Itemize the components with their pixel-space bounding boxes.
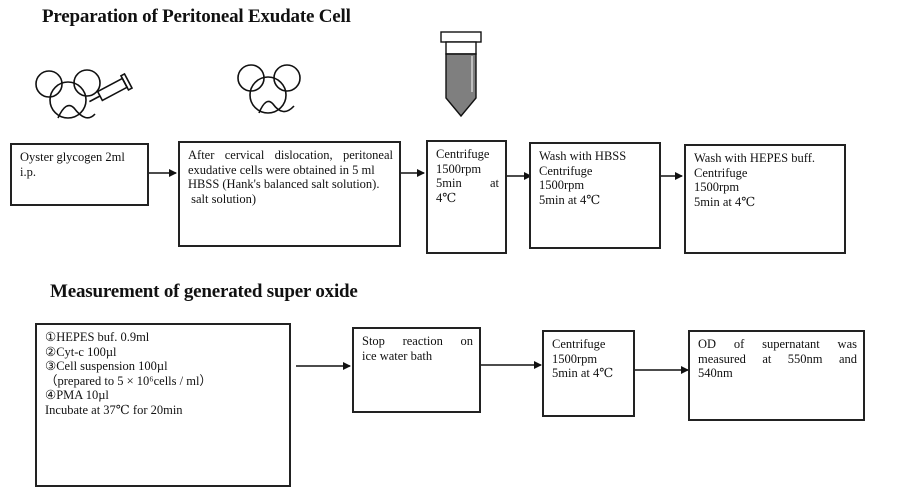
measurement-title: Measurement of generated super oxide: [50, 281, 358, 302]
step-text: Wash with HBSS: [539, 149, 627, 163]
step-text: 1500rpm: [539, 178, 585, 192]
step-text: HBSS (Hank's balanced salt solution).: [188, 177, 380, 191]
step-text: measured at 550nm and: [698, 351, 857, 366]
step-text: 1500rpm: [436, 161, 482, 176]
step-reaction-mix: ①HEPES buf. 0.9ml ②Cyt-c 100µl ③Cell sus…: [35, 323, 291, 487]
step-text: 5min at: [436, 176, 499, 190]
mouse-icon: [237, 64, 301, 114]
step-wash-hbss: Wash with HBSS Centrifuge 1500rpm 5min a…: [529, 142, 661, 249]
step-text: 5min at 4℃: [694, 194, 756, 209]
step-text: （prepared to 5 × 10⁶cells / ml）: [45, 373, 212, 388]
step-centrifuge-2: Centrifuge 1500rpm 5min at 4℃: [542, 330, 635, 417]
step-oyster-glycogen: Oyster glycogen 2ml i.p.: [10, 143, 149, 206]
step-text: ice water bath: [362, 348, 433, 363]
step-text: i.p.: [20, 164, 36, 179]
step-text: OD of supernatant was: [698, 337, 857, 351]
step-text: 5min at 4℃: [539, 192, 601, 207]
step-text: Centrifuge: [436, 147, 490, 161]
step-stop-reaction: Stop reaction on ice water bath: [352, 327, 481, 413]
step-text: Wash with HEPES buff.: [694, 151, 815, 165]
step-wash-hepes: Wash with HEPES buff. Centrifuge 1500rpm…: [684, 144, 846, 254]
step-od-measurement: OD of supernatant was measured at 550nm …: [688, 330, 865, 421]
step-text: exudative cells were obtained in 5 ml: [188, 162, 375, 177]
step-text: salt solution): [188, 191, 257, 206]
step-text: Centrifuge: [552, 337, 606, 351]
step-text: 1500rpm: [552, 351, 598, 366]
step-text: ①HEPES buf. 0.9ml: [45, 330, 150, 344]
step-text: 5min at 4℃: [552, 366, 614, 380]
step-text: Oyster glycogen 2ml: [20, 150, 125, 164]
step-cell-collection: After cervical dislocation, peritoneal e…: [178, 141, 401, 247]
mouse-with-syringe-icon: [35, 69, 134, 119]
preparation-title: Preparation of Peritoneal Exudate Cell: [42, 6, 351, 27]
step-text: ③Cell suspension 100µl: [45, 359, 168, 373]
step-text: Centrifuge: [694, 165, 748, 180]
step-text: 540nm: [698, 366, 733, 380]
step-text: Incubate at 37℃ for 20min: [45, 402, 183, 417]
step-text: 1500rpm: [694, 180, 740, 194]
step-text: Stop reaction on: [362, 334, 473, 348]
centrifuge-tube-icon: [440, 31, 482, 118]
step-text: ④PMA 10µl: [45, 388, 109, 402]
step-text: After cervical dislocation, peritoneal: [188, 148, 393, 162]
step-text: Centrifuge: [539, 163, 593, 178]
step-text: 4℃: [436, 190, 457, 205]
step-centrifuge-1: Centrifuge 1500rpm 5min at 4℃: [426, 140, 507, 254]
step-text: ②Cyt-c 100µl: [45, 344, 117, 359]
